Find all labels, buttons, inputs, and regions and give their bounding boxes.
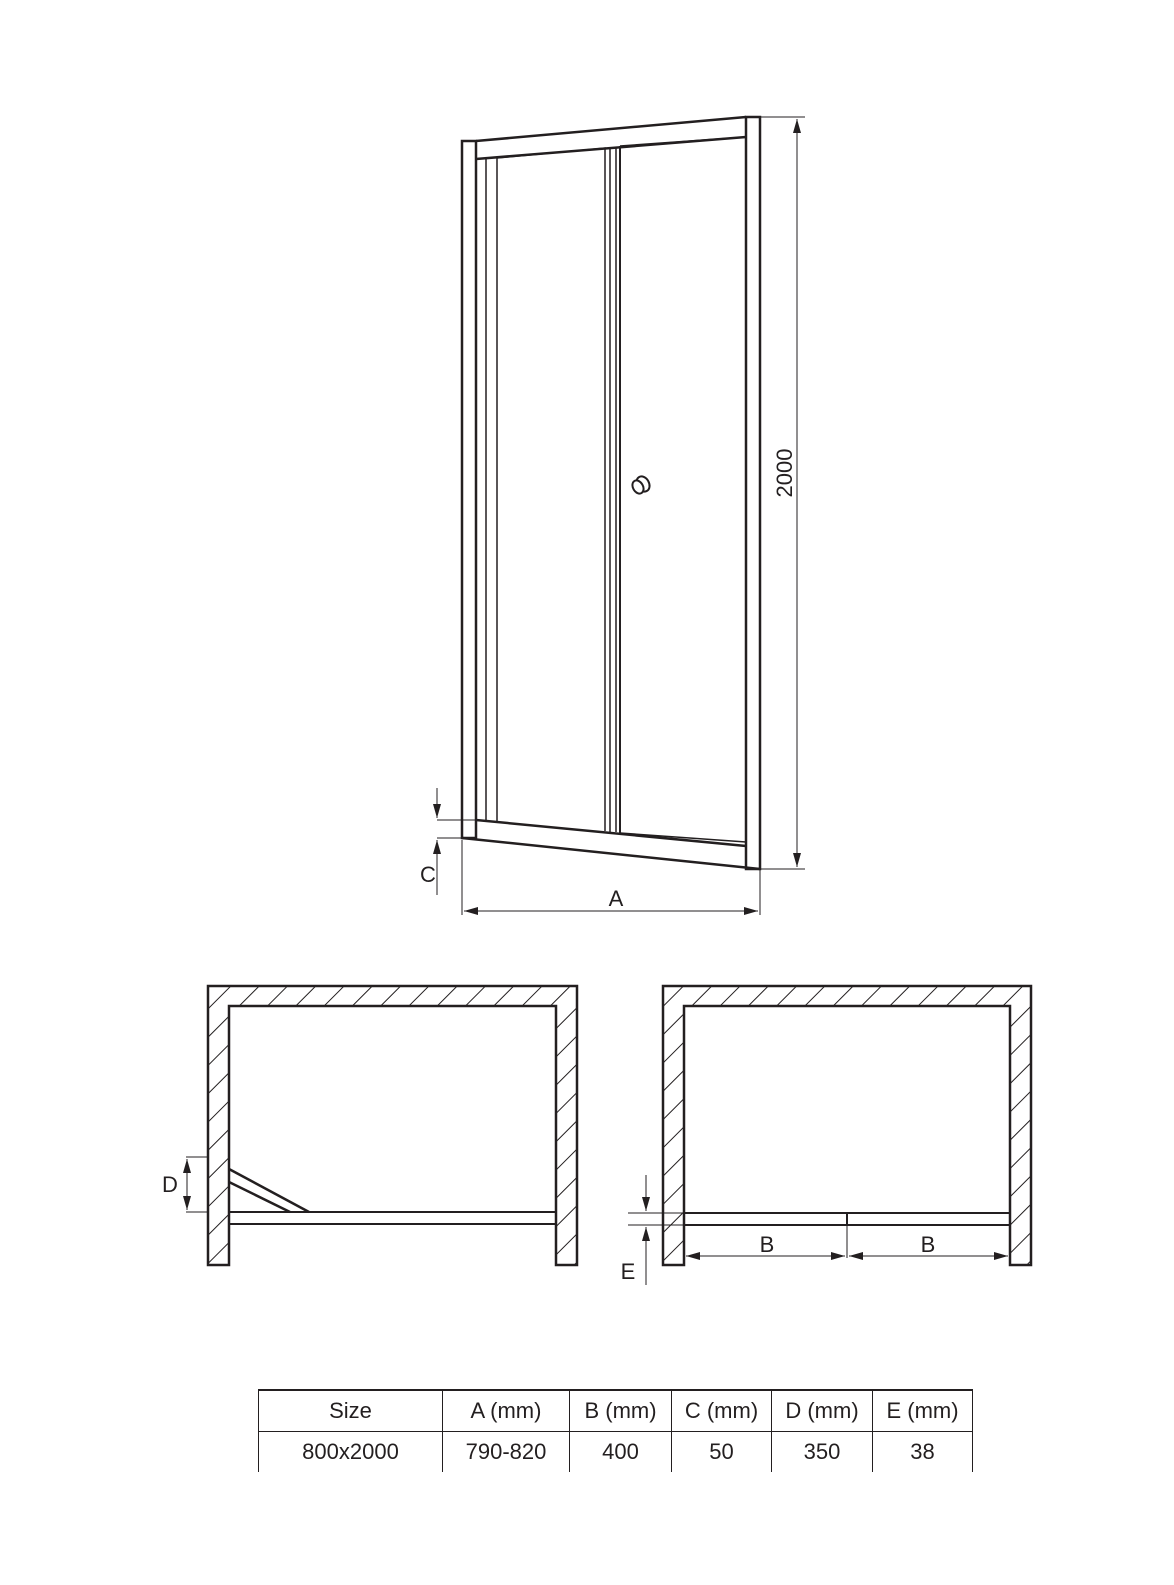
cell-b: 400 — [569, 1431, 672, 1472]
width-label-a: A — [609, 886, 624, 911]
e-label: E — [621, 1259, 636, 1284]
plan-view-closed — [661, 984, 1033, 1267]
technical-drawing: 2000 A C D — [162, 115, 1033, 1285]
door-elevation — [460, 115, 762, 871]
table-header-row: Size A (mm) B (mm) C (mm) D (mm) E (mm) — [258, 1389, 973, 1432]
spec-table: Size A (mm) B (mm) C (mm) D (mm) E (mm) … — [258, 1389, 973, 1472]
cell-e: 38 — [872, 1431, 973, 1472]
header-e: E (mm) — [872, 1389, 973, 1432]
d-dimension — [183, 1156, 208, 1213]
height-dimension — [760, 116, 805, 870]
header-d: D (mm) — [771, 1389, 873, 1432]
b-dimensions — [686, 1225, 1008, 1260]
cell-size: 800x2000 — [258, 1431, 443, 1472]
cell-c: 50 — [671, 1431, 772, 1472]
d-label: D — [162, 1172, 178, 1197]
header-size: Size — [258, 1389, 443, 1432]
door-handle-icon — [631, 475, 651, 495]
header-a: A (mm) — [442, 1389, 570, 1432]
table-row: 800x2000 790-820 400 50 350 38 — [258, 1431, 973, 1472]
header-c: C (mm) — [671, 1389, 772, 1432]
sill-label-c: C — [420, 862, 436, 887]
cell-d: 350 — [771, 1431, 873, 1472]
header-b: B (mm) — [569, 1389, 672, 1432]
e-dimension — [628, 1175, 684, 1285]
b-label-1: B — [760, 1232, 775, 1257]
b-label-2: B — [921, 1232, 936, 1257]
plan-view-bifold — [206, 984, 579, 1267]
sill-dimension — [433, 788, 476, 895]
cell-a: 790-820 — [442, 1431, 570, 1472]
width-dimension — [461, 840, 761, 915]
height-label: 2000 — [772, 449, 797, 498]
